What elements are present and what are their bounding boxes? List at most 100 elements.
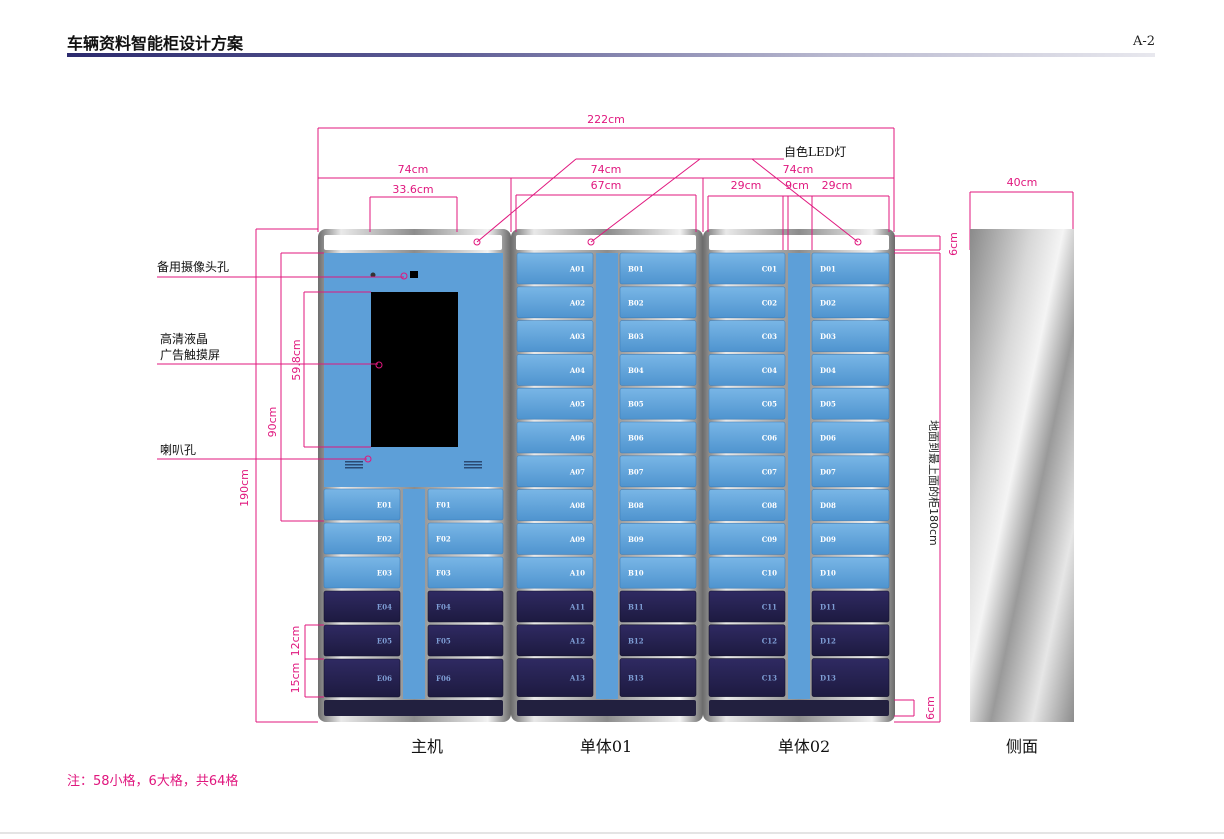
locker-label: A06 — [569, 434, 585, 443]
locker-a05[interactable]: A05 — [516, 387, 594, 420]
locker-b04[interactable]: B04 — [619, 354, 697, 386]
camera-hole — [370, 272, 376, 278]
locker-c01[interactable]: C01 — [708, 252, 786, 285]
locker-d05[interactable]: D05 — [811, 387, 890, 420]
locker-c09[interactable]: C09 — [708, 523, 786, 555]
locker-c02[interactable]: C02 — [708, 286, 786, 319]
leader-dot — [375, 361, 383, 369]
dim-screen-height: 59.8cm — [290, 339, 303, 380]
locker-c10[interactable]: C10 — [708, 556, 786, 589]
locker-label: B11 — [628, 603, 644, 612]
locker-d08[interactable]: D08 — [811, 489, 890, 521]
locker-label: A10 — [569, 569, 585, 578]
locker-c13[interactable]: C13 — [708, 658, 786, 697]
locker-f01[interactable]: F01 — [427, 488, 504, 521]
locker-a12[interactable]: A12 — [516, 624, 594, 657]
locker-label: D10 — [820, 569, 836, 578]
locker-label: D01 — [820, 265, 836, 274]
side-view-panel — [970, 229, 1074, 722]
leader-dot — [364, 455, 372, 463]
locker-b05[interactable]: B05 — [619, 387, 697, 420]
label-unit2: 单体02 — [778, 737, 830, 756]
locker-c12[interactable]: C12 — [708, 624, 786, 657]
locker-b08[interactable]: B08 — [619, 489, 697, 521]
locker-c11[interactable]: C11 — [708, 590, 786, 623]
dim-unit1-inner: 67cm — [591, 179, 622, 192]
header-divider — [67, 53, 1155, 57]
locker-c06[interactable]: C06 — [708, 421, 786, 454]
locker-label: C09 — [762, 535, 777, 544]
locker-b09[interactable]: B09 — [619, 523, 697, 555]
locker-d07[interactable]: D07 — [811, 455, 890, 488]
main-center-strip — [403, 489, 425, 699]
locker-c03[interactable]: C03 — [708, 320, 786, 352]
locker-b12[interactable]: B12 — [619, 624, 697, 657]
locker-c08[interactable]: C08 — [708, 489, 786, 521]
locker-label: F04 — [436, 603, 451, 612]
dim-unit1-width: 74cm — [591, 163, 622, 176]
locker-label: A04 — [569, 366, 585, 375]
locker-e03[interactable]: E03 — [323, 556, 401, 589]
locker-f03[interactable]: F03 — [427, 556, 504, 589]
locker-c05[interactable]: C05 — [708, 387, 786, 420]
locker-d12[interactable]: D12 — [811, 624, 890, 657]
locker-e01[interactable]: E01 — [323, 488, 401, 521]
dim-unit2-right: 29cm — [822, 179, 853, 192]
locker-b02[interactable]: B02 — [619, 286, 697, 319]
speaker-grille-right — [464, 461, 482, 469]
locker-label: D09 — [820, 535, 836, 544]
locker-b06[interactable]: B06 — [619, 421, 697, 454]
locker-label: D03 — [820, 332, 836, 341]
locker-e05[interactable]: E05 — [323, 624, 401, 657]
unit02-led-band — [709, 235, 889, 250]
locker-f05[interactable]: F05 — [427, 624, 504, 657]
locker-label: D06 — [820, 434, 836, 443]
locker-a10[interactable]: A10 — [516, 556, 594, 589]
locker-d02[interactable]: D02 — [811, 286, 890, 319]
locker-d06[interactable]: D06 — [811, 421, 890, 454]
locker-f04[interactable]: F04 — [427, 590, 504, 623]
locker-d13[interactable]: D13 — [811, 658, 890, 697]
locker-d01[interactable]: D01 — [811, 252, 890, 285]
locker-c07[interactable]: C07 — [708, 455, 786, 488]
locker-b03[interactable]: B03 — [619, 320, 697, 352]
locker-e06[interactable]: E06 — [323, 658, 401, 698]
locker-a06[interactable]: A06 — [516, 421, 594, 454]
locker-f06[interactable]: F06 — [427, 658, 504, 698]
locker-a04[interactable]: A04 — [516, 354, 594, 386]
locker-f02[interactable]: F02 — [427, 522, 504, 555]
locker-d11[interactable]: D11 — [811, 590, 890, 623]
locker-c04[interactable]: C04 — [708, 354, 786, 386]
locker-e04[interactable]: E04 — [323, 590, 401, 623]
locker-label: A13 — [569, 674, 585, 683]
locker-a03[interactable]: A03 — [516, 320, 594, 352]
locker-a09[interactable]: A09 — [516, 523, 594, 555]
locker-b01[interactable]: B01 — [619, 252, 697, 285]
locker-d10[interactable]: D10 — [811, 556, 890, 589]
locker-label: A11 — [569, 603, 585, 612]
locker-a01[interactable]: A01 — [516, 252, 594, 285]
locker-a11[interactable]: A11 — [516, 590, 594, 623]
locker-label: A08 — [569, 501, 585, 510]
locker-label: B02 — [628, 298, 644, 307]
locker-a02[interactable]: A02 — [516, 286, 594, 319]
locker-b07[interactable]: B07 — [619, 455, 697, 488]
locker-a07[interactable]: A07 — [516, 455, 594, 488]
locker-d03[interactable]: D03 — [811, 320, 890, 352]
locker-d04[interactable]: D04 — [811, 354, 890, 386]
locker-b10[interactable]: B10 — [619, 556, 697, 589]
locker-e02[interactable]: E02 — [323, 522, 401, 555]
locker-label: B07 — [628, 467, 644, 476]
locker-a08[interactable]: A08 — [516, 489, 594, 521]
locker-label: D04 — [820, 366, 836, 375]
locker-a13[interactable]: A13 — [516, 658, 594, 697]
locker-d09[interactable]: D09 — [811, 523, 890, 555]
locker-label: B08 — [628, 501, 644, 510]
locker-label: F01 — [436, 501, 451, 510]
dimension-line — [751, 158, 859, 243]
locker-b11[interactable]: B11 — [619, 590, 697, 623]
locker-b13[interactable]: B13 — [619, 658, 697, 697]
callout-screen-line2: 广告触摸屏 — [160, 348, 220, 362]
locker-label: E02 — [377, 535, 392, 544]
